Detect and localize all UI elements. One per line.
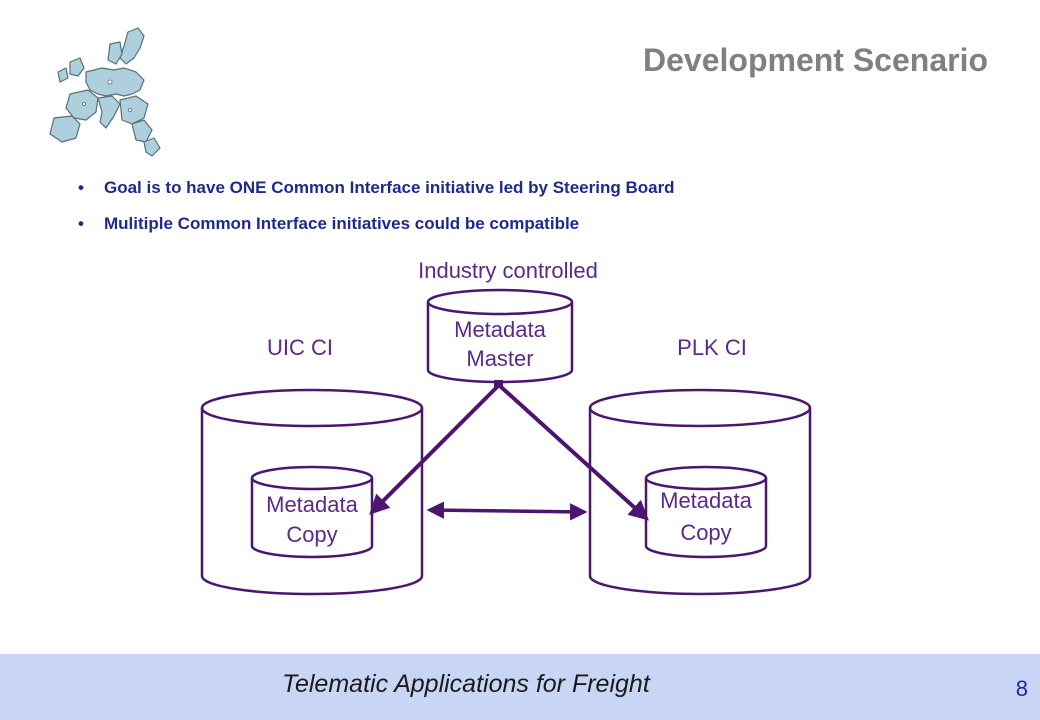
europe-map-icon [49,27,161,157]
uic-metadata-copy-line2: Copy [286,522,337,547]
bullet-item: Goal is to have ONE Common Interface ini… [78,178,675,198]
plk-ci-label: PLK CI [677,335,747,360]
page-number: 8 [1015,676,1028,701]
footer-text: Telematic Applications for Freight [282,670,650,698]
plk-metadata-copy-line1: Metadata [660,488,752,513]
metadata-master-line2: Master [466,346,533,371]
uic-metadata-copy-line1: Metadata [266,492,358,517]
plk-ci-cylinder [588,388,812,596]
metadata-master-line1: Metadata [454,317,546,342]
uic-metadata-copy-cylinder [250,465,374,559]
footer-bar: Telematic Applications for Freight 8 [0,654,1040,720]
bullet-item: Mulitiple Common Interface initiatives c… [78,214,675,234]
uic-plk-bidirectional-arrow [426,501,588,521]
plk-metadata-copy-cylinder [644,465,768,559]
industry-controlled-label: Industry controlled [418,258,598,283]
master-to-uic-arrow [369,384,500,515]
plk-metadata-copy-line2: Copy [680,520,731,545]
master-connector-node [494,380,503,387]
uic-ci-label: UIC CI [267,335,333,360]
uic-ci-cylinder [200,388,424,596]
slide-title: Development Scenario [643,42,988,78]
bullet-list: Goal is to have ONE Common Interface ini… [78,178,675,250]
master-to-plk-arrow [498,384,649,521]
